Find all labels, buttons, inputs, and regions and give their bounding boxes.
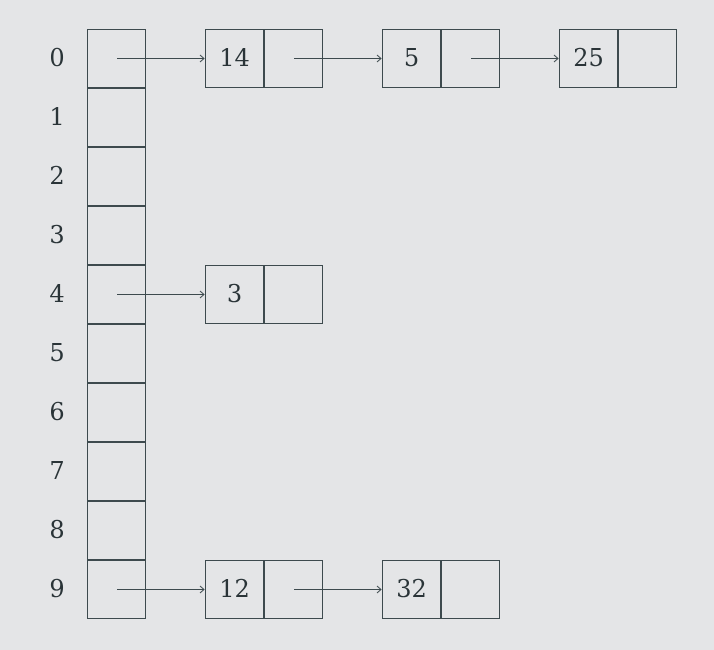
bucket-slot-8 xyxy=(87,501,146,560)
bucket-slot-3 xyxy=(87,206,146,265)
index-label-4: 4 xyxy=(49,280,65,308)
node-value-3: 3 xyxy=(205,265,264,324)
index-label-3: 3 xyxy=(49,221,65,249)
bucket-slot-7 xyxy=(87,442,146,501)
index-label-1: 1 xyxy=(49,103,65,131)
node-next-pointer xyxy=(441,560,500,619)
node-value-12: 12 xyxy=(205,560,264,619)
node-value-14: 14 xyxy=(205,29,264,88)
bucket-slot-2 xyxy=(87,147,146,206)
node-next-pointer xyxy=(264,265,323,324)
bucket-slot-5 xyxy=(87,324,146,383)
index-label-5: 5 xyxy=(49,339,65,367)
index-label-8: 8 xyxy=(49,516,65,544)
index-label-7: 7 xyxy=(49,457,65,485)
index-label-6: 6 xyxy=(49,398,65,426)
node-value-32: 32 xyxy=(382,560,441,619)
node-next-pointer xyxy=(618,29,677,88)
bucket-slot-6 xyxy=(87,383,146,442)
index-label-2: 2 xyxy=(49,162,65,190)
index-label-9: 9 xyxy=(49,575,65,603)
node-value-5: 5 xyxy=(382,29,441,88)
bucket-slot-1 xyxy=(87,88,146,147)
index-label-0: 0 xyxy=(49,44,65,72)
node-value-25: 25 xyxy=(559,29,618,88)
